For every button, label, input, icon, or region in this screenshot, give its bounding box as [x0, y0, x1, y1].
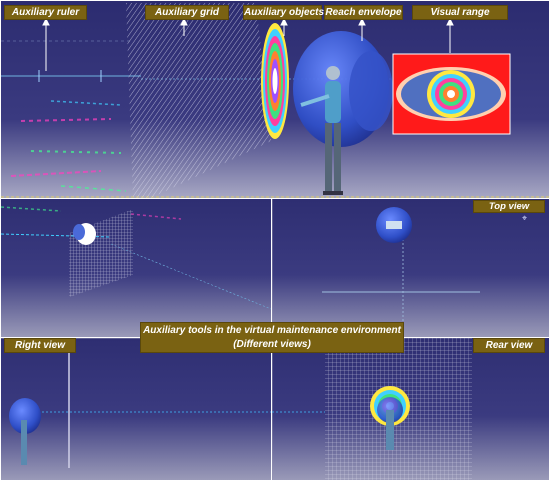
iso-envelope [73, 224, 85, 240]
auxiliary-object [261, 23, 289, 139]
right-manikin [21, 420, 27, 465]
top-view-scene: ⌖ [272, 199, 527, 337]
manikin [300, 66, 343, 195]
top-view-viewport[interactable]: ⌖ [272, 199, 549, 337]
right-view-viewport[interactable] [1, 338, 271, 480]
figure-caption: Auxiliary tools in the virtual maintenan… [140, 322, 404, 353]
rear-manikin [386, 410, 394, 450]
main-viewport[interactable] [1, 1, 549, 198]
label-right-view: Right view [4, 338, 76, 353]
right-envelope [9, 398, 41, 434]
visual-range-window [392, 53, 511, 135]
label-auxiliary-ruler: Auxiliary ruler [4, 5, 87, 20]
caption-line-1: Auxiliary tools in the virtual maintenan… [143, 325, 401, 336]
label-auxiliary-objects: Auxiliary objects [243, 5, 325, 20]
label-reach-envelope: Reach envelope [324, 5, 403, 20]
isometric-viewport[interactable] [1, 199, 271, 337]
rear-view-scene [272, 338, 472, 480]
auxiliary-grid [126, 3, 271, 198]
right-view-scene [1, 338, 271, 468]
caption-line-2: (Different views) [233, 339, 311, 350]
label-rear-view: Rear view [473, 338, 545, 353]
iso-grid [69, 209, 133, 297]
reach-envelope [293, 31, 393, 147]
isometric-scene [1, 206, 271, 310]
top-manikin [386, 221, 402, 229]
label-top-view: Top view [473, 200, 545, 213]
rear-view-viewport[interactable] [272, 338, 549, 480]
compass-icon: ⌖ [522, 214, 527, 224]
main-scene [1, 3, 549, 198]
label-visual-range: Visual range [412, 5, 508, 20]
label-auxiliary-grid: Auxiliary grid [145, 5, 229, 20]
label-pointers [42, 17, 454, 71]
grid-artifacts [10, 100, 127, 192]
